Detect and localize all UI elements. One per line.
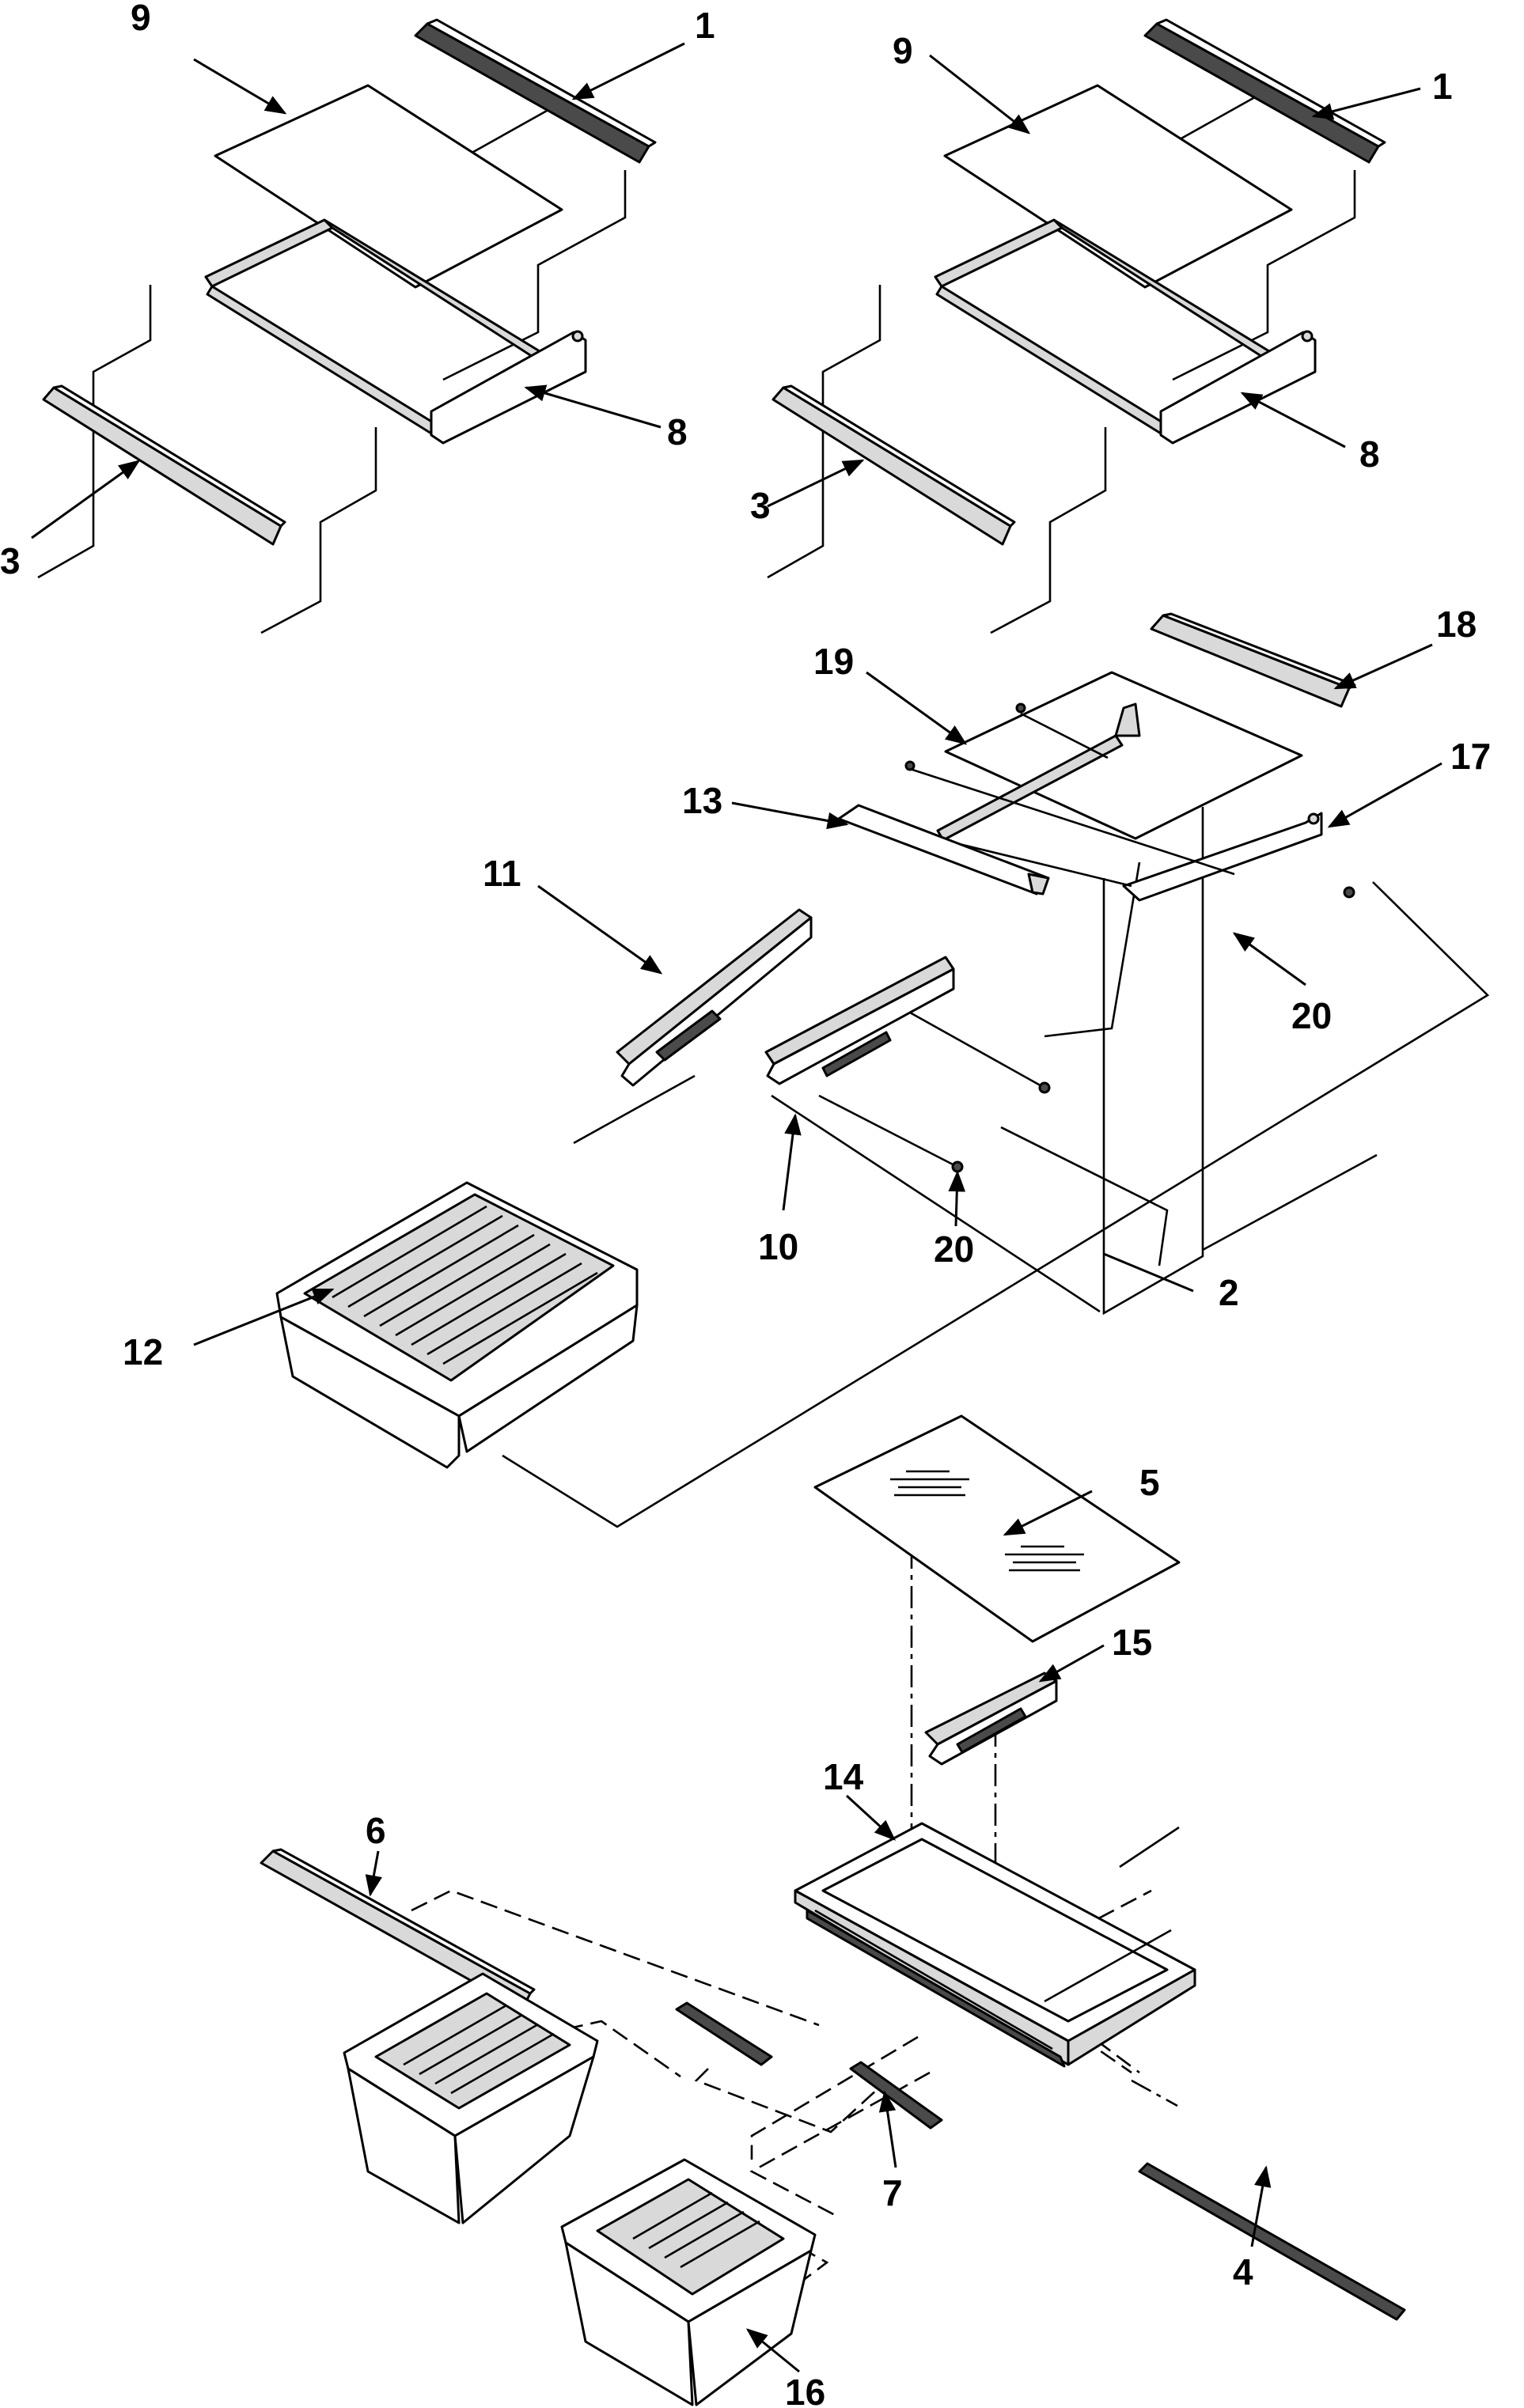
trim-part-3b[interactable] <box>771 384 1016 546</box>
trim-part-18[interactable] <box>1150 612 1356 708</box>
callout-8-right: 8 <box>1359 434 1380 475</box>
middle-assembly: 18 19 17 13 11 20 10 20 2 12 <box>123 604 1491 1528</box>
glass-shelf-part-5[interactable] <box>813 1414 1181 1643</box>
glass-shelf-part-19[interactable] <box>944 671 1303 840</box>
callout-10: 10 <box>758 1226 798 1267</box>
glass-shelf-part-9b[interactable] <box>943 84 1293 289</box>
callout-5: 5 <box>1139 1462 1160 1503</box>
callout-9-left: 9 <box>131 0 151 38</box>
glass-shelf-part-9a[interactable] <box>214 84 563 289</box>
callout-1-right: 1 <box>1432 66 1453 107</box>
callout-15: 15 <box>1112 1622 1152 1663</box>
callout-4: 4 <box>1233 2251 1253 2293</box>
callout-11: 11 <box>483 853 521 894</box>
callout-3-left: 3 <box>0 540 21 581</box>
trim-part-4[interactable] <box>1138 2162 1406 2321</box>
slide-rail-part-15[interactable] <box>924 1672 1058 1766</box>
callout-3-right: 3 <box>750 485 771 526</box>
trim-part-1a[interactable] <box>414 18 657 164</box>
shelf-assembly-left: 1 9 8 3 <box>0 0 715 634</box>
callout-17: 17 <box>1450 736 1491 777</box>
crisper-bin-part-16[interactable] <box>560 2158 817 2406</box>
crisper-cover-frame-part-14[interactable] <box>794 1822 1196 2068</box>
shelf-frame-part-8b[interactable] <box>934 218 1317 445</box>
slide-rail-part-11[interactable] <box>616 908 813 1087</box>
slide-rail-part-10[interactable] <box>764 956 1051 1173</box>
crisper-drawer-part-12[interactable] <box>275 1181 639 1469</box>
callout-2: 2 <box>1219 1272 1239 1313</box>
callout-13: 13 <box>682 780 722 821</box>
callout-9-right: 9 <box>893 30 913 71</box>
trim-part-3a[interactable] <box>42 384 286 546</box>
callout-16: 16 <box>785 2372 825 2408</box>
callout-20-lower: 20 <box>934 1229 974 1270</box>
divider-clip-left[interactable] <box>675 2001 773 2066</box>
divider-clip-part-7[interactable] <box>849 2061 943 2130</box>
callout-12: 12 <box>123 1331 163 1372</box>
callout-18: 18 <box>1436 604 1477 645</box>
callout-1-left: 1 <box>695 5 715 46</box>
callout-6: 6 <box>366 1810 386 1851</box>
shelf-assembly-right: 1 9 8 3 <box>750 18 1453 634</box>
callout-8-left: 8 <box>667 411 688 452</box>
shelf-frame-part-17[interactable] <box>904 702 1355 902</box>
callout-14: 14 <box>823 1756 864 1797</box>
shelf-frame-part-8a[interactable] <box>204 218 587 445</box>
callout-20-upper: 20 <box>1291 995 1332 1036</box>
callout-7: 7 <box>882 2172 903 2213</box>
callout-19: 19 <box>813 641 854 682</box>
trim-part-13[interactable] <box>837 804 1050 895</box>
crisper-assembly: 5 15 14 6 7 4 16 <box>260 1414 1406 2408</box>
trim-part-6[interactable] <box>260 1848 536 2011</box>
crisper-bin-left[interactable] <box>343 1972 599 2224</box>
